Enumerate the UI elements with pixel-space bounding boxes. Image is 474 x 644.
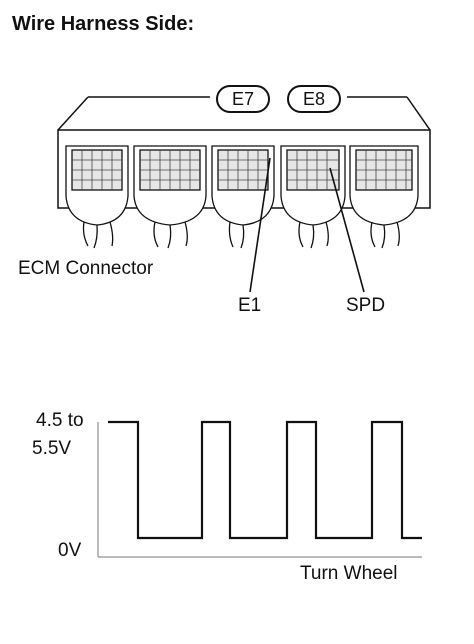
pin-grid bbox=[72, 150, 412, 190]
voltage-low-label: 0V bbox=[58, 540, 82, 561]
housing-left-edge bbox=[57, 96, 89, 131]
pin-spd-label: SPD bbox=[346, 295, 386, 316]
pulse-waveform bbox=[108, 420, 422, 540]
e1-leader-line bbox=[249, 157, 271, 293]
voltage-high-label-line2: 5.5V bbox=[32, 438, 72, 459]
connector-e7-tag: E7 bbox=[216, 85, 270, 113]
ecm-connector-label: ECM Connector bbox=[18, 258, 154, 279]
voltage-high-label-line1: 4.5 to bbox=[36, 410, 84, 431]
connector-e8-tag: E8 bbox=[287, 85, 341, 113]
diagram-title: Wire Harness Side: bbox=[12, 13, 195, 35]
harness-wires bbox=[82, 221, 400, 249]
turn-wheel-label: Turn Wheel bbox=[300, 563, 398, 584]
housing-right-edge bbox=[406, 96, 431, 131]
spd-leader-line bbox=[329, 167, 365, 293]
pin-e1-label: E1 bbox=[238, 295, 262, 316]
